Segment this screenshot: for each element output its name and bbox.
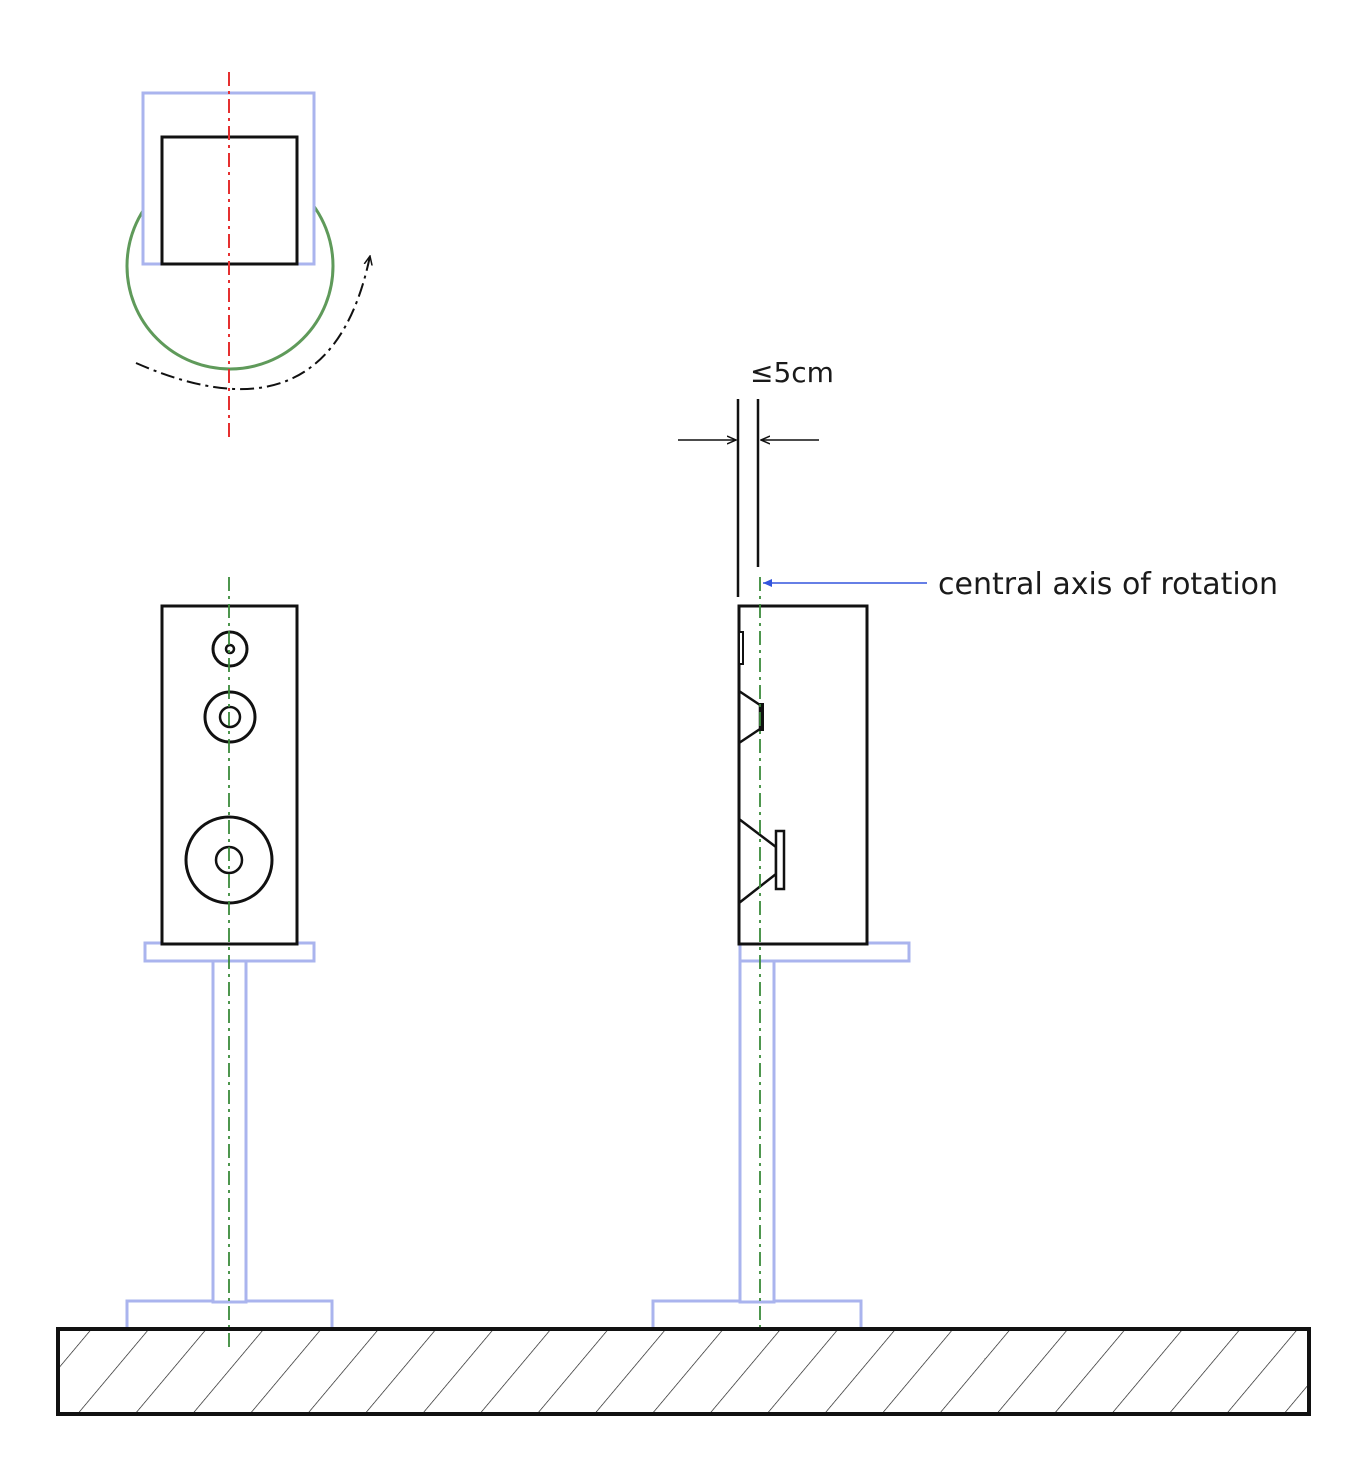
tweeter-driver: [211, 630, 249, 668]
top-view: [125, 72, 370, 437]
axis-label: central axis of rotation: [938, 567, 1278, 602]
side-view: ≤5cm central axis of rotation: [651, 356, 1278, 1331]
side-woofer-profile: [738, 818, 786, 904]
side-speaker-box: [737, 604, 869, 946]
side-stand-column: [738, 959, 776, 1304]
side-stand-top-plate: [738, 941, 911, 963]
ground: [56, 1327, 1311, 1416]
side-stand-base: [651, 1299, 863, 1331]
side-tweeter-profile: [738, 631, 744, 665]
midrange-driver: [203, 690, 257, 744]
offset-dimension: ≤5cm: [678, 356, 834, 597]
ground-outline: [56, 1327, 1311, 1416]
rotation-arrow: [135, 256, 370, 391]
offset-dimension-label: ≤5cm: [750, 356, 834, 389]
front-view: [125, 577, 334, 1348]
axis-callout: central axis of rotation: [763, 567, 1278, 602]
ground-hatch: [58, 1329, 1309, 1414]
